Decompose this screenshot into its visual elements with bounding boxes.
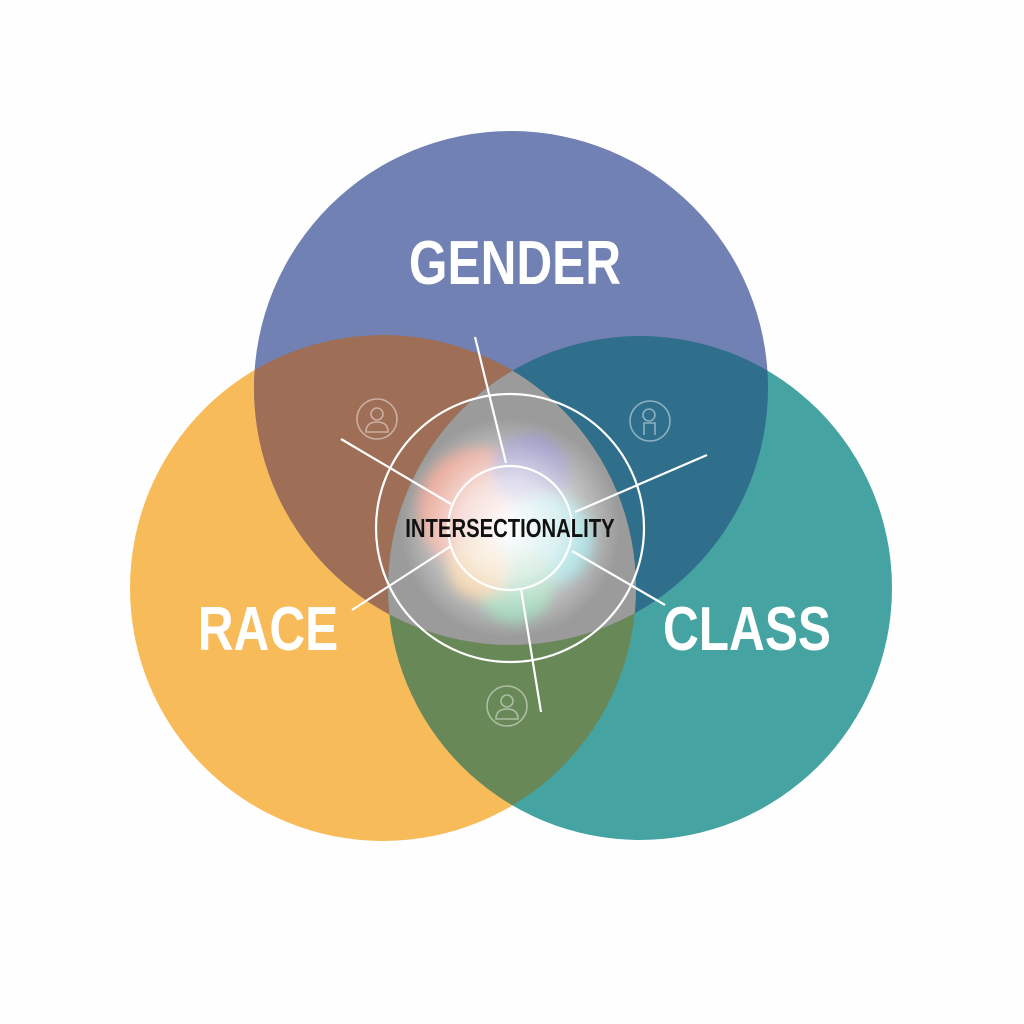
inner-ring <box>446 464 574 592</box>
spoke <box>351 545 452 611</box>
spoke <box>519 588 543 713</box>
spoke <box>473 336 508 464</box>
spoke <box>340 438 452 505</box>
person-icon <box>356 398 398 440</box>
outer-ring <box>374 392 646 664</box>
race-label: RACE <box>198 594 338 664</box>
person-icon <box>486 685 528 727</box>
intersectionality-label: INTERSECTIONALITY <box>405 514 615 543</box>
spoke <box>574 453 708 514</box>
class-label: CLASS <box>663 594 831 664</box>
person-icon <box>629 400 671 442</box>
center-glow <box>400 418 620 638</box>
center-rings <box>340 336 708 713</box>
spoke <box>571 550 666 606</box>
gender-label: GENDER <box>409 228 621 298</box>
